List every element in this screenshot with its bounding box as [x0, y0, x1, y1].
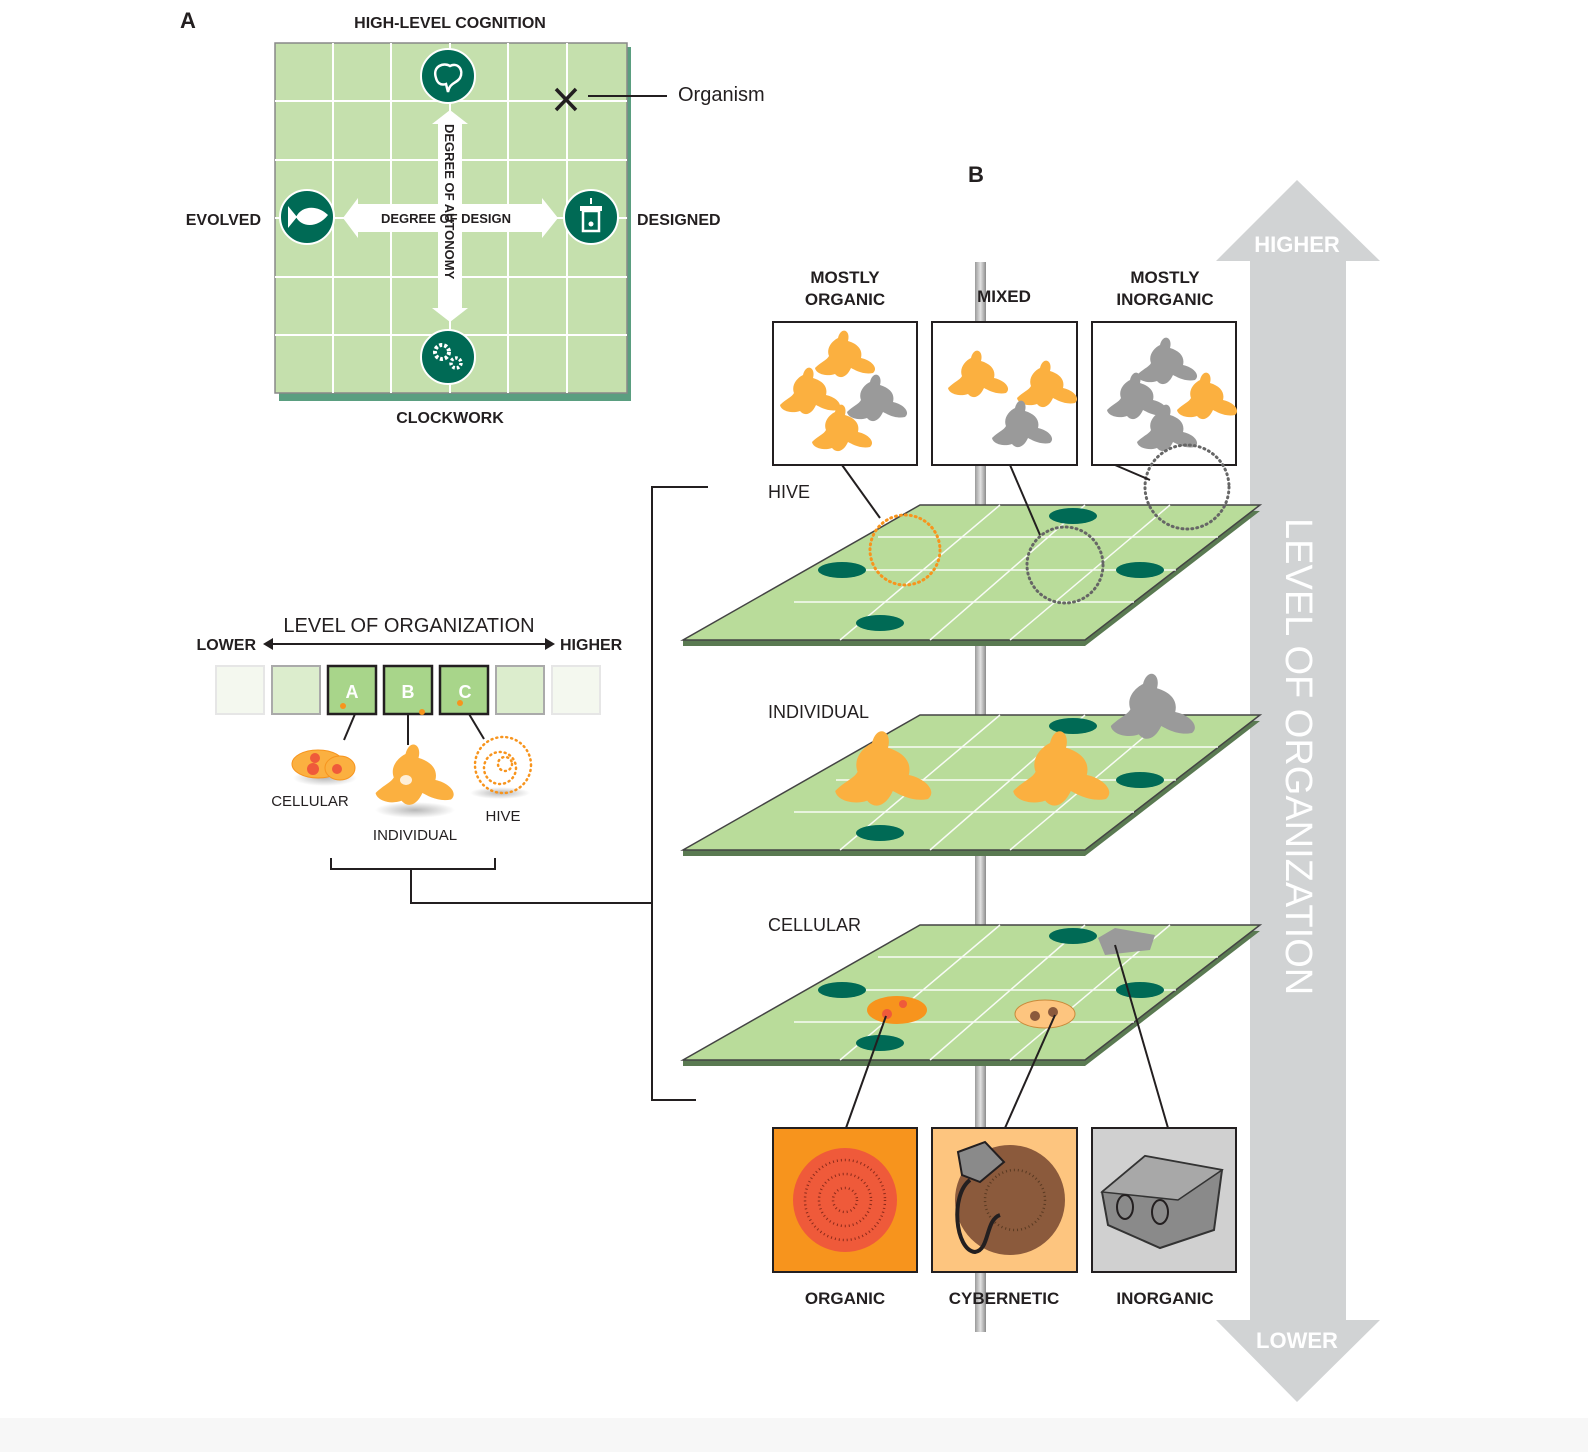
- gears-icon: [856, 825, 904, 841]
- scale-box: [215, 665, 265, 715]
- scale-box-c: [438, 664, 490, 716]
- organization-scale: LEVEL OF ORGANIZATION LOWER HIGHER A B C…: [196, 486, 708, 1101]
- inorganic-box: [1091, 1127, 1237, 1273]
- bottom-label: CLOCKWORK: [396, 410, 504, 427]
- mixed-box: [931, 321, 1078, 466]
- scale-box: [495, 665, 545, 715]
- individual-organism-icon: [375, 744, 455, 818]
- gears-icon: [856, 1035, 904, 1051]
- scale-box: [271, 665, 321, 715]
- scale-lower-label: LOWER: [196, 637, 256, 654]
- gears-icon: [856, 615, 904, 631]
- autonomy-axis-arrow: [432, 110, 468, 322]
- scale-higher-label: HIGHER: [560, 637, 623, 654]
- cybernetic-label: CYBERNETIC: [949, 1289, 1060, 1308]
- mostly-organic-box: [772, 321, 918, 466]
- inorganic-cell-cluster: [1098, 928, 1155, 955]
- hive-label: HIVE: [485, 808, 520, 825]
- fish-icon: [818, 982, 866, 998]
- brain-icon: [1049, 928, 1097, 944]
- top-label: HIGH-LEVEL COGNITION: [354, 15, 546, 32]
- column-header: MOSTLY: [1130, 268, 1200, 287]
- brain-icon: [1049, 508, 1097, 524]
- panel-b: B HIGHER LOWER LEVEL OF ORGANIZATION MOS…: [680, 162, 1380, 1402]
- axis-title: LEVEL OF ORGANIZATION: [1277, 518, 1319, 995]
- robot-icon: [563, 189, 619, 245]
- organism-marker-icon: [554, 87, 578, 112]
- column-header: MOSTLY: [810, 268, 880, 287]
- cellular-plane: CELLULAR: [680, 915, 1263, 1066]
- inorganic-label: INORGANIC: [1116, 1289, 1213, 1308]
- box-letter: B: [402, 682, 415, 702]
- individual-plane-label: INDIVIDUAL: [768, 702, 869, 722]
- column-header: ORGANIC: [805, 290, 885, 309]
- cellular-organism-icon: [291, 749, 357, 786]
- scale-title: LEVEL OF ORGANIZATION: [283, 615, 534, 637]
- mostly-inorganic-box: [1091, 321, 1238, 466]
- column-header: INORGANIC: [1116, 290, 1213, 309]
- organic-cell-cluster: [867, 996, 927, 1024]
- individual-label: INDIVIDUAL: [373, 827, 457, 844]
- individual-plane: INDIVIDUAL: [680, 673, 1263, 856]
- scale-bracket: [330, 858, 652, 904]
- evolved-label: EVOLVED: [186, 212, 261, 229]
- hive-organism-icon: [470, 735, 533, 799]
- cellular-label: CELLULAR: [271, 793, 349, 810]
- organic-box: [772, 1127, 918, 1273]
- panel-b-label: B: [968, 162, 984, 187]
- hive-plane-label: HIVE: [768, 482, 810, 502]
- brain-icon: [420, 48, 476, 104]
- fish-icon: [818, 562, 866, 578]
- vertical-axis-label: DEGREE OF AUTONOMY: [442, 124, 457, 280]
- panel-a: A HIGH-LEVEL COGNITION DEGREE OF DESIGN …: [180, 8, 765, 427]
- horizontal-axis-label: DEGREE OF DESIGN: [381, 211, 511, 226]
- level-axis-arrow: HIGHER LOWER LEVEL OF ORGANIZATION: [1216, 180, 1380, 1402]
- leader-lines: [841, 464, 1169, 1129]
- footer-strip: [0, 1418, 1588, 1452]
- cybernetic-box: [931, 1127, 1078, 1273]
- cybernetic-cell-cluster: [1014, 999, 1076, 1029]
- organic-label: ORGANIC: [805, 1289, 885, 1308]
- gears-icon: [420, 329, 476, 385]
- axis-higher-label: HIGHER: [1254, 232, 1340, 257]
- panel-a-label: A: [180, 8, 196, 33]
- scale-box-a: [326, 664, 378, 716]
- robot-icon: [1116, 982, 1164, 998]
- scale-box: [551, 665, 601, 715]
- column-header: MIXED: [977, 287, 1031, 306]
- cellular-plane-label: CELLULAR: [768, 915, 861, 935]
- brain-icon: [1049, 718, 1097, 734]
- robot-icon: [1116, 562, 1164, 578]
- box-letter: A: [346, 682, 359, 702]
- hive-plane: HIVE: [680, 443, 1263, 646]
- organism-label: Organism: [678, 84, 765, 106]
- designed-label: DESIGNED: [637, 212, 721, 229]
- box-letter: C: [459, 682, 472, 702]
- robot-icon: [1116, 772, 1164, 788]
- fish-icon: [279, 189, 335, 245]
- axis-lower-label: LOWER: [1256, 1328, 1338, 1353]
- planes-bracket: [651, 486, 708, 1101]
